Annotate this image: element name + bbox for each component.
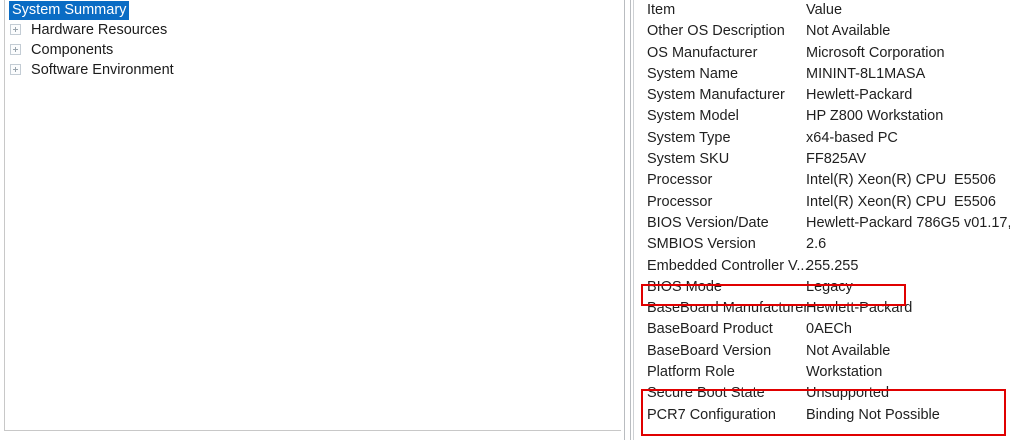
detail-row[interactable]: BIOS Mode Legacy bbox=[637, 277, 1010, 298]
detail-row[interactable]: Embedded Controller V...255.255 bbox=[637, 256, 1010, 277]
pane-splitter[interactable] bbox=[624, 0, 637, 440]
detail-item-label: System Model bbox=[647, 108, 739, 125]
detail-item-label: Embedded Controller V... bbox=[647, 257, 809, 274]
detail-row[interactable]: Other OS Description Not Available bbox=[637, 21, 1010, 42]
splitter-line-left bbox=[624, 0, 625, 440]
detail-item-label: PCR7 Configuration bbox=[647, 406, 776, 423]
detail-value-label: Binding Not Possible bbox=[806, 406, 940, 423]
detail-row[interactable]: Processor Intel(R) Xeon(R) CPU E5506 bbox=[637, 170, 1010, 191]
detail-item-label: Secure Boot State bbox=[647, 385, 765, 402]
detail-value-label: Not Available bbox=[806, 342, 891, 359]
detail-row[interactable]: Secure Boot State Unsupported bbox=[637, 383, 1010, 404]
detail-row[interactable]: PCR7 Configuration Binding Not Possible bbox=[637, 405, 1010, 426]
detail-item-label: System SKU bbox=[647, 151, 730, 168]
detail-item-label: BIOS Mode bbox=[647, 278, 722, 295]
detail-value-label: HP Z800 Workstation bbox=[806, 108, 944, 125]
splitter-line-right bbox=[633, 0, 634, 440]
tree-item-hardware-resources[interactable]: Hardware Resources bbox=[5, 20, 621, 40]
detail-row[interactable]: BaseBoard Product 0AECh bbox=[637, 319, 1010, 340]
details-column-header[interactable]: Item Value bbox=[637, 0, 1010, 21]
detail-row[interactable]: BIOS Version/Date Hewlett-Packard 786G5 v… bbox=[637, 213, 1010, 234]
detail-value-label: Workstation bbox=[806, 364, 883, 381]
detail-item-label: SMBIOS Version bbox=[647, 236, 756, 253]
detail-item-label: BIOS Version/Date bbox=[647, 214, 769, 231]
detail-value-label: x64-based PC bbox=[806, 129, 898, 146]
detail-item-label: OS Manufacturer bbox=[647, 44, 758, 61]
tree-item-system-summary-label: System Summary bbox=[9, 1, 130, 20]
detail-value-label: Unsupported bbox=[806, 385, 890, 402]
detail-row[interactable]: Processor Intel(R) Xeon(R) CPU E5506 bbox=[637, 192, 1010, 213]
detail-row[interactable]: BaseBoard Version Not Available bbox=[637, 341, 1010, 362]
detail-row[interactable]: System Manufacturer Hewlett-Packard bbox=[637, 85, 1010, 106]
detail-row[interactable]: OS Manufacturer Microsoft Corporation bbox=[637, 43, 1010, 64]
column-header-value[interactable]: Value bbox=[806, 2, 843, 18]
expand-plus-icon[interactable] bbox=[10, 23, 21, 35]
detail-row[interactable]: System Name MININT-8L1MASA bbox=[637, 64, 1010, 85]
tree-item-hardware-resources-label: Hardware Resources bbox=[31, 22, 168, 39]
detail-item-label: Other OS Description bbox=[647, 23, 785, 40]
detail-row[interactable]: SMBIOS Version 2.6 bbox=[637, 234, 1010, 255]
detail-item-label: System Type bbox=[647, 129, 731, 146]
detail-value-label: FF825AV bbox=[806, 151, 867, 168]
detail-row[interactable]: System Model HP Z800 Workstation bbox=[637, 106, 1010, 127]
detail-item-label: Processor bbox=[647, 172, 713, 189]
detail-value-label: MININT-8L1MASA bbox=[806, 65, 926, 82]
detail-item-label: BaseBoard Manufacturer bbox=[647, 300, 809, 317]
detail-item-label: BaseBoard Version bbox=[647, 342, 772, 359]
detail-item-label: BaseBoard Product bbox=[647, 321, 773, 338]
expand-plus-icon[interactable] bbox=[10, 63, 21, 75]
detail-value-label: Hewlett-Packard bbox=[806, 300, 913, 317]
tree-item-components-label: Components bbox=[31, 42, 114, 59]
detail-row[interactable]: System SKU FF825AV bbox=[637, 149, 1010, 170]
navigation-tree-pane[interactable]: System Summary Hardware Resources Compon… bbox=[4, 0, 621, 431]
detail-row[interactable]: System Type x64-based PC bbox=[637, 128, 1010, 149]
detail-value-label: Microsoft Corporation bbox=[806, 44, 945, 61]
detail-value-label: 2.6 bbox=[806, 236, 827, 253]
detail-value-label: Hewlett-Packard 786G5 v01.17, 8/ bbox=[806, 214, 1010, 231]
tree-item-software-environment-label: Software Environment bbox=[31, 62, 174, 79]
detail-value-label: 255.255 bbox=[806, 257, 859, 274]
detail-item-label: Platform Role bbox=[647, 364, 735, 381]
detail-value-extra: E5506 bbox=[954, 172, 996, 189]
tree-item-system-summary[interactable]: System Summary bbox=[5, 0, 621, 20]
detail-value-label: Intel(R) Xeon(R) CPU bbox=[806, 172, 947, 189]
detail-item-label: System Manufacturer bbox=[647, 87, 785, 104]
detail-value-label: Legacy bbox=[806, 278, 853, 295]
expand-plus-icon[interactable] bbox=[10, 43, 21, 55]
detail-item-label: Processor bbox=[647, 193, 713, 210]
detail-value-label: Intel(R) Xeon(R) CPU bbox=[806, 193, 947, 210]
detail-value-extra: E5506 bbox=[954, 193, 996, 210]
tree-item-software-environment[interactable]: Software Environment bbox=[5, 60, 621, 80]
detail-value-label: 0AECh bbox=[806, 321, 852, 338]
splitter-line-mid bbox=[630, 0, 631, 440]
detail-item-label: System Name bbox=[647, 65, 739, 82]
detail-value-label: Hewlett-Packard bbox=[806, 87, 913, 104]
detail-value-label: Not Available bbox=[806, 23, 891, 40]
column-header-item[interactable]: Item bbox=[647, 2, 676, 18]
detail-row[interactable]: Platform Role Workstation bbox=[637, 362, 1010, 383]
tree-item-components[interactable]: Components bbox=[5, 40, 621, 60]
